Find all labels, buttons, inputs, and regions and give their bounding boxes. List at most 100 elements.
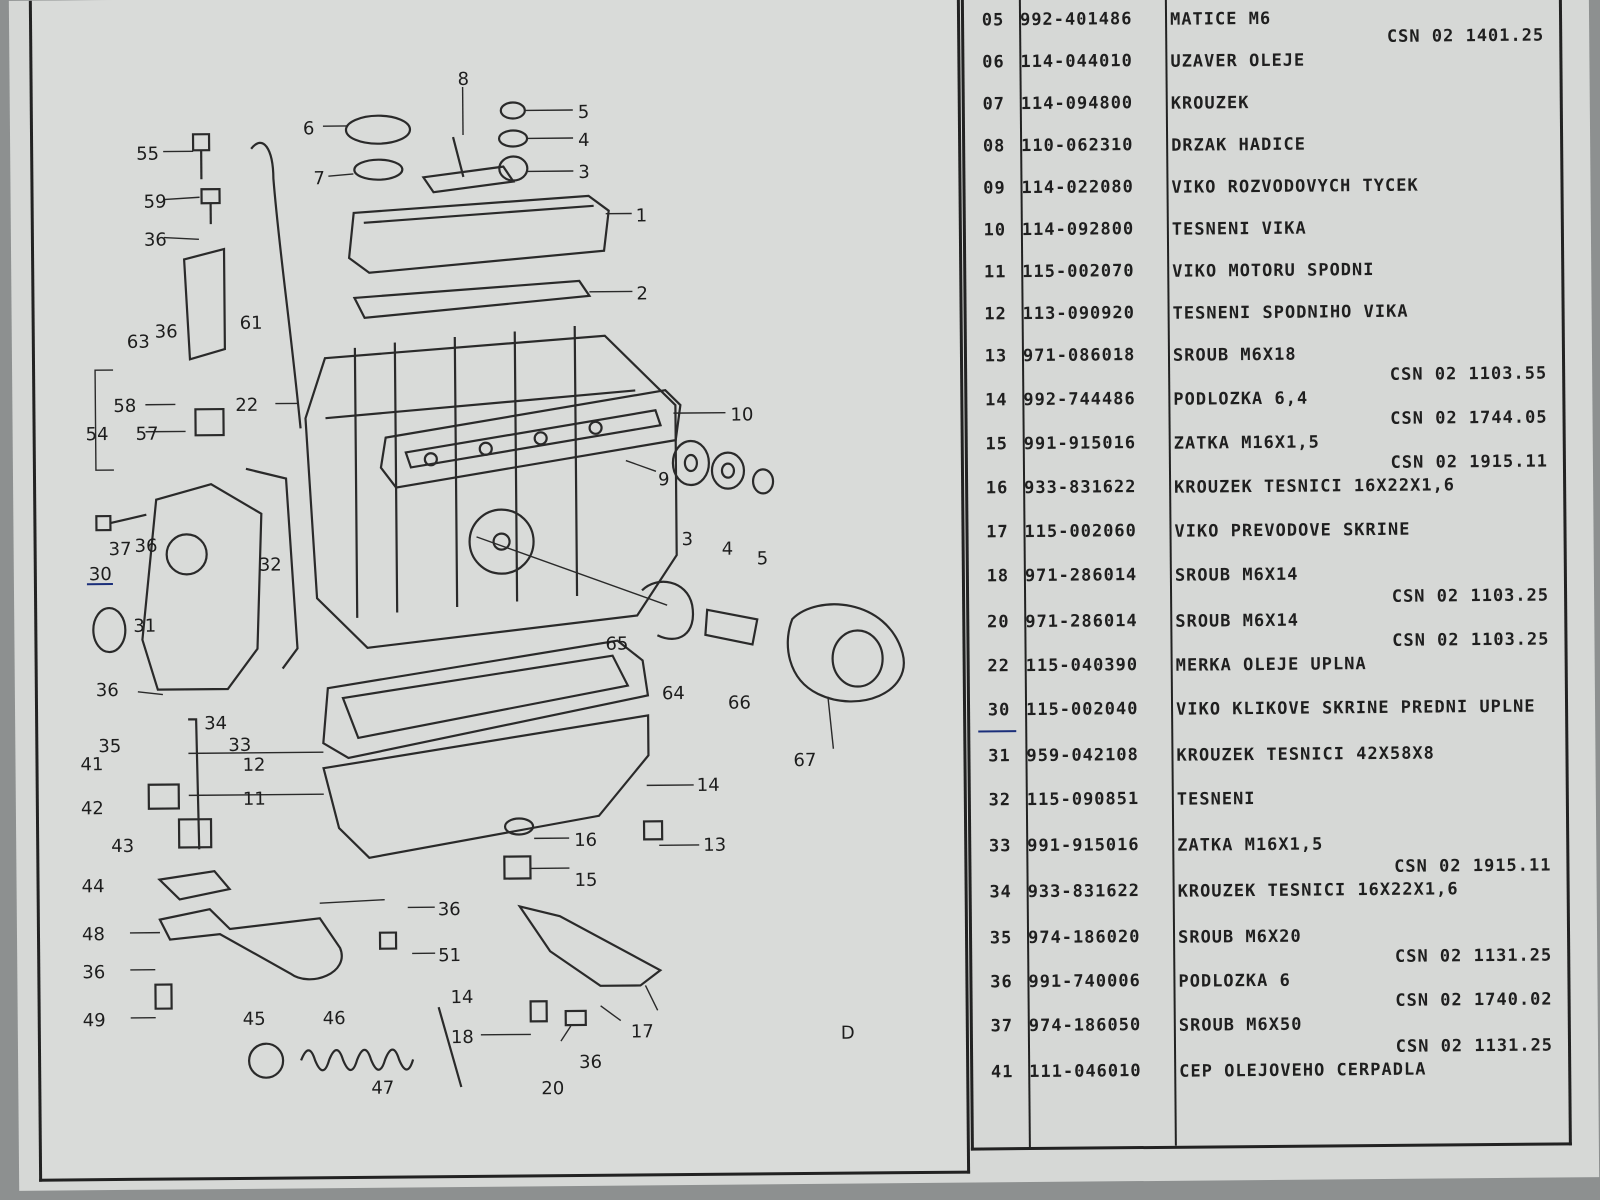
part-position: 05 [981, 10, 1005, 31]
part-name: KROUZEK TESNICI 16X22X1,6 [1177, 879, 1459, 902]
callout: 64 [662, 683, 685, 704]
callout: 66 [728, 692, 751, 713]
part-standard: CSN 02 1103.25 [1392, 629, 1550, 651]
part-standard: CSN 02 1915.11 [1394, 855, 1552, 877]
part-code: 113-090920 [1022, 303, 1136, 325]
parts-row: 31 959-042108 KROUZEK TESNICI 42X58X8 [970, 733, 1560, 782]
part-name: TESNENI VIKA [1171, 218, 1307, 240]
part-position: 20 [986, 612, 1010, 633]
part-position: 37 [990, 1016, 1014, 1037]
part-name: KROUZEK TESNICI 16X22X1,6 [1174, 475, 1456, 498]
part-code: 114-094800 [1020, 93, 1134, 115]
part-code: 110-062310 [1021, 135, 1134, 157]
part-position: 10 [983, 220, 1007, 241]
callout: 8 [457, 69, 469, 90]
callout: 9 [658, 469, 670, 490]
callout: 36 [144, 230, 167, 251]
part-position: 06 [982, 52, 1005, 73]
callout: 37 [109, 539, 132, 560]
engine-drawing-svg: 55 59 36 63 36 61 6 7 8 5 4 3 1 2 22 58 … [80, 69, 905, 1099]
part-code: 114-092800 [1021, 219, 1135, 241]
part-code: 115-002070 [1022, 261, 1135, 283]
part-code: 992-744486 [1023, 389, 1136, 411]
callout: 51 [438, 945, 461, 966]
part-code: 971-286014 [1025, 611, 1138, 633]
engine-block [304, 334, 678, 649]
callout: 20 [541, 1078, 564, 1099]
part-code: 114-044010 [1020, 51, 1133, 73]
table-grid-lines [1018, 0, 1177, 1148]
callout: 5 [757, 548, 769, 569]
callout: 32 [259, 555, 282, 576]
part-position: 34 [989, 882, 1012, 903]
callout: 16 [574, 830, 597, 851]
part-name: VIKO KLIKOVE SKRINE PREDNI UPLNE [1175, 696, 1536, 720]
callout: 12 [242, 755, 265, 776]
callout: 22 [235, 395, 258, 416]
part-name: VIKO PREVODOVE SKRINE [1174, 519, 1411, 542]
callout: 54 [86, 424, 109, 445]
part-code: 115-040390 [1025, 655, 1139, 677]
part-position: 13 [984, 346, 1008, 367]
callout: 33 [228, 735, 251, 756]
part-name: DRZAK HADICE [1171, 134, 1307, 156]
part-position: 36 [990, 972, 1013, 993]
callout: 41 [80, 754, 103, 775]
oil-filter [786, 603, 905, 703]
callout: 49 [83, 1010, 106, 1031]
valve-cover-gasket [352, 279, 592, 319]
part-position: 08 [982, 136, 1006, 157]
callout: 31 [133, 616, 156, 637]
part-name: KROUZEK TESNICI 42X58X8 [1176, 743, 1435, 766]
parts-row: 17 115-002060 VIKO PREVODOVE SKRINE [968, 509, 1558, 558]
part-position: 15 [985, 434, 1009, 455]
callout: 14 [450, 987, 473, 1008]
callout: 63 [127, 332, 150, 353]
part-position: 12 [984, 304, 1007, 325]
callout: 1 [636, 205, 648, 226]
part-position: 31 [988, 746, 1011, 767]
callout: 61 [240, 313, 263, 334]
callout: 55 [136, 144, 159, 165]
timing-case-cover [517, 904, 663, 987]
callout: 17 [631, 1021, 654, 1042]
part-code: 959-042108 [1026, 745, 1139, 767]
part-standard: CSN 02 1401.25 [1386, 25, 1545, 47]
oil-pump-drive [182, 247, 226, 361]
callout: 36 [82, 962, 105, 983]
part-standard: CSN 02 1740.02 [1395, 989, 1553, 1011]
callout: 10 [730, 404, 753, 425]
part-code: 991-915016 [1027, 835, 1140, 857]
part-code: 974-186020 [1027, 927, 1141, 949]
row-30-underline [978, 730, 1017, 733]
part-position: 30 [987, 700, 1011, 721]
callout: 36 [135, 536, 158, 557]
valve-cover [347, 194, 610, 274]
callout: 11 [243, 789, 266, 810]
part-code: 992-401486 [1019, 9, 1133, 31]
callout: 4 [722, 539, 734, 560]
callout-30-underline [86, 583, 113, 586]
relief-spring [300, 1048, 415, 1072]
part-code: 115-002060 [1024, 521, 1137, 543]
part-name: UZAVER OLEJE [1170, 50, 1306, 72]
part-position: 17 [986, 522, 1009, 543]
callout: 36 [155, 321, 178, 342]
callout: 46 [323, 1008, 346, 1029]
callout: 18 [451, 1027, 474, 1048]
part-code: 971-286014 [1024, 565, 1138, 587]
parts-row: 10 114-092800 TESNENI VIKA [966, 207, 1556, 256]
callout: 57 [136, 424, 159, 445]
part-code: 974-186050 [1028, 1015, 1142, 1037]
callout: 15 [574, 870, 597, 891]
part-name: TESNENI [1176, 789, 1256, 810]
part-position: 14 [985, 390, 1008, 411]
callout: 42 [81, 798, 104, 819]
callout: 13 [703, 835, 726, 856]
front-crank-cover [141, 482, 263, 691]
